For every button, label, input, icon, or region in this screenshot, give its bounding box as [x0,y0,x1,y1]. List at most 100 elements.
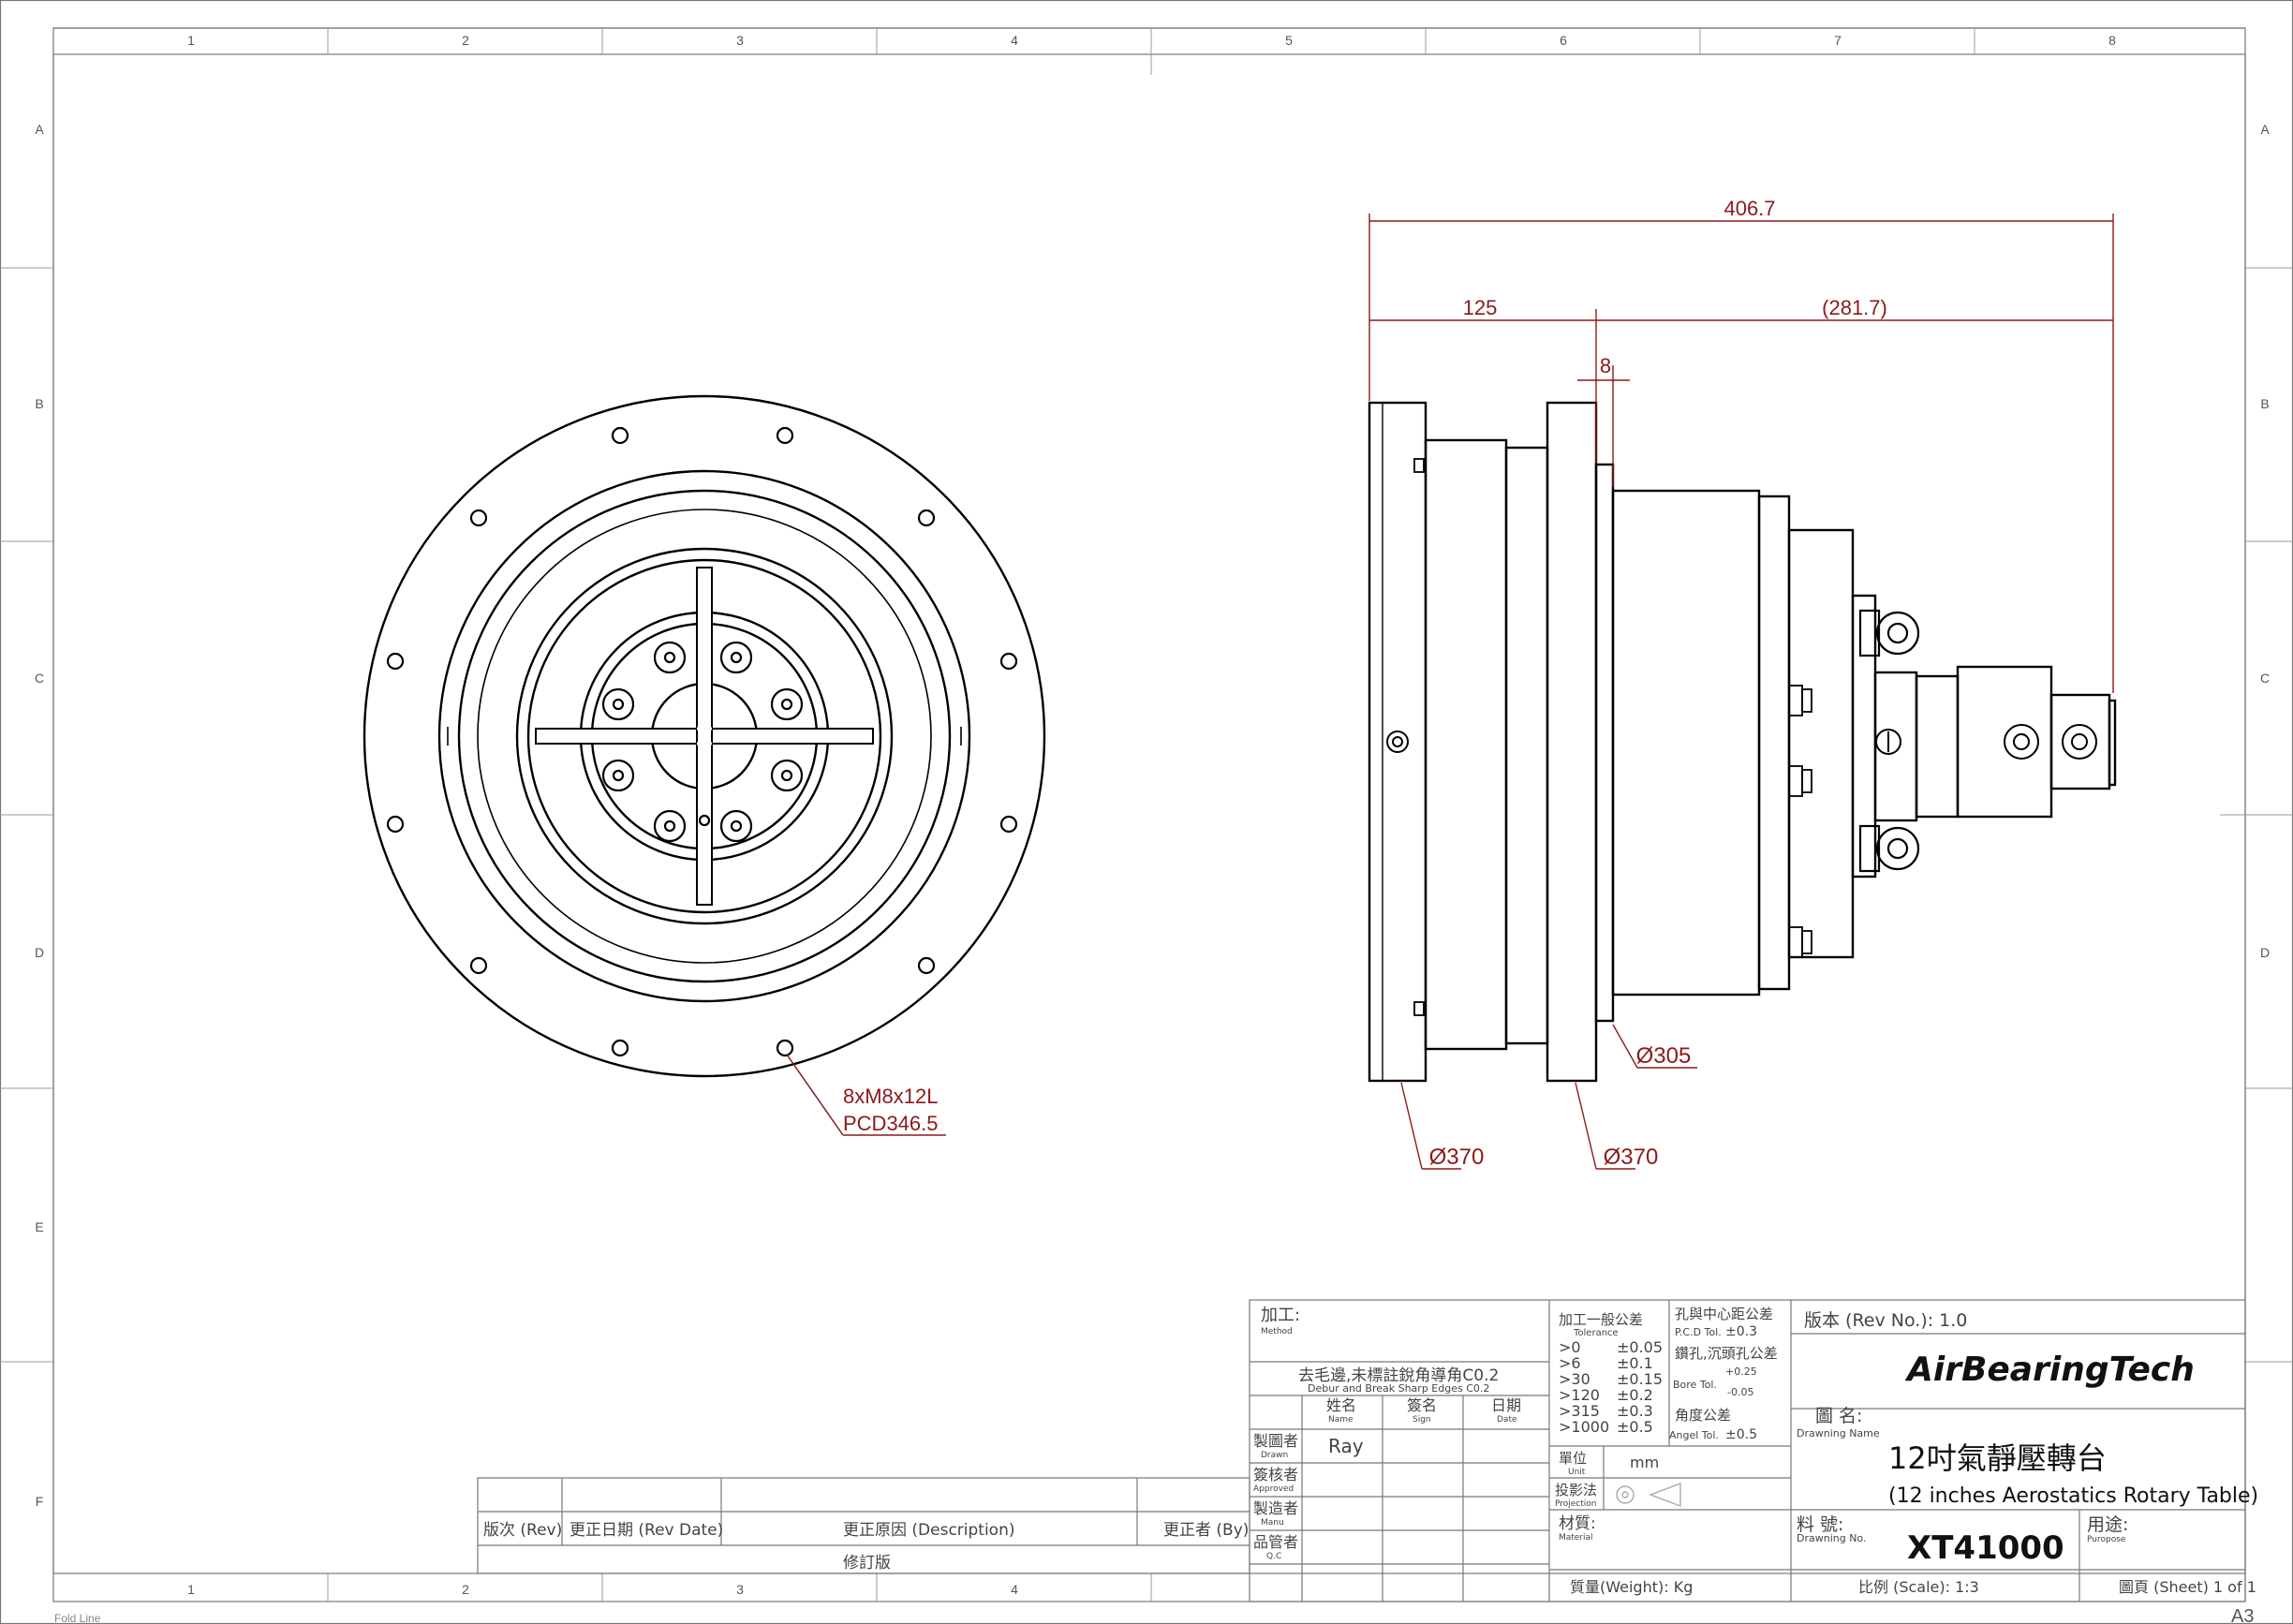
qc-zh: 品管者 [1253,1533,1298,1551]
col-label: 3 [736,33,744,48]
date-zh: 日期 [1491,1396,1521,1414]
col-label: 2 [462,1582,469,1597]
method-zh: 加工: [1261,1306,1300,1325]
drawn-zh: 製圖者 [1253,1432,1298,1450]
deburr-en: Debur and Break Sharp Edges C0.2 [1308,1382,1489,1395]
row-label: D [35,945,44,960]
angle-val: ±0.5 [1725,1427,1757,1442]
row-label: B [2260,396,2269,411]
col-label: 1 [187,33,195,48]
tol-title-zh: 加工一般公差 [1559,1311,1643,1328]
date-en: Date [1497,1415,1517,1425]
dim-left: 125 [1463,296,1498,319]
pcd-tol-val: ±0.3 [1725,1324,1757,1339]
rev-no: 版本 (Rev No.): 1.0 [1804,1310,1967,1331]
rev-footer: 修訂版 [843,1554,891,1572]
angle-zh: 角度公差 [1675,1407,1731,1424]
sign-zh: 簽名 [1407,1396,1437,1414]
col-label: 1 [187,1582,195,1597]
grid-row-labels: A B C D E F A B C D [35,122,2270,1509]
dia-370-b: Ø370 [1604,1144,1659,1170]
pcd-tol-zh: 孔與中心距公差 [1675,1306,1773,1322]
dia-305: Ø305 [1636,1043,1692,1069]
tol-range: >315 [1559,1402,1600,1420]
sheet-number: 圖頁 (Sheet) 1 of 1 [2119,1578,2256,1596]
dim-gap: 8 [1600,354,1611,377]
row-label: C [35,671,44,686]
col-label: 5 [1285,33,1293,48]
tol-range: >120 [1559,1386,1600,1404]
title-block [1249,1299,2246,1602]
dia-370-a: Ø370 [1429,1144,1485,1170]
name-en: Name [1328,1415,1354,1425]
dim-right: (281.7) [1822,296,1887,319]
side-connectors [1858,609,1920,873]
grid-ticks [0,28,2293,1602]
projection-symbol [1616,1482,1681,1508]
dwg-no-zh: 料 號: [1797,1514,1843,1535]
fold-line-label: Fold Line [54,1612,101,1624]
approved-zh: 簽核者 [1253,1466,1298,1484]
tol-value: ±0.2 [1617,1386,1653,1404]
drawing-number: XT41000 [1907,1529,2064,1567]
side-view-holes [1386,724,2097,760]
tol-value: ±0.15 [1617,1370,1663,1388]
tol-value: ±0.5 [1617,1418,1653,1436]
col-label: 4 [1011,1582,1018,1597]
col-label: 6 [1560,33,1567,48]
col-label: 8 [2108,33,2116,48]
side-dimensions [1368,214,2114,1170]
grid-column-labels-bottom: 1 2 3 4 [187,1582,1018,1597]
drawing-title-en: (12 inches Aerostatics Rotary Table) [1888,1484,2258,1508]
front-view [362,394,1046,1078]
front-ring-marks [447,727,962,746]
manu-en: Manu [1261,1518,1284,1528]
dwg-name-en: Drawning Name [1797,1427,1880,1439]
col-label: 4 [1011,33,1018,48]
dwg-no-en: Drawning No. [1797,1532,1866,1544]
front-callout: 8xM8x12L PCD346.5 [786,1054,946,1136]
rev-col-date: 更正日期 (Rev Date) [570,1521,723,1540]
proj-zh: 投影法 [1555,1482,1597,1499]
dim-overall: 406.7 [1723,197,1775,220]
row-label: B [35,396,43,411]
scale: 比例 (Scale): 1:3 [1858,1578,1979,1596]
approved-en: Approved [1253,1484,1294,1494]
revision-table-text: 版次 (Rev) 更正日期 (Rev Date) 更正原因 (Descripti… [483,1521,1249,1572]
col-label: 2 [462,33,469,48]
bore-plus: +0.25 [1725,1366,1757,1378]
qc-en: Q.C [1266,1552,1281,1561]
callout-pcd: PCD346.5 [843,1112,939,1135]
drawn-by: Ray [1328,1435,1364,1457]
row-label: C [2260,671,2270,686]
tol-range: >30 [1559,1370,1590,1388]
front-cross-slots [535,567,874,906]
front-bolt-holes [386,426,1018,1057]
col-label: 7 [1834,33,1842,48]
weight: 質量(Weight): Kg [1570,1578,1693,1596]
unit-zh: 單位 [1559,1450,1587,1467]
unit-en: Unit [1568,1468,1586,1477]
callout-thread: 8xM8x12L [843,1085,939,1108]
manu-zh: 製造者 [1253,1499,1298,1517]
front-inner-bolts [601,641,804,843]
drawing-title-zh: 12吋氣靜壓轉台 [1888,1440,2107,1476]
rev-col-rev: 版次 (Rev) [483,1521,562,1540]
dwg-name-zh: 圖 名: [1815,1406,1862,1426]
company-name: AirBearingTech [1904,1351,2195,1389]
side-dimension-text: 406.7 125 (281.7) 8 Ø305 Ø370 Ø370 [1429,197,1887,1170]
rev-col-by: 更正者 (By) [1163,1521,1249,1540]
angle-en: Angel Tol. [1669,1429,1719,1441]
material-zh: 材質: [1559,1514,1596,1533]
tol-value: ±0.3 [1617,1402,1653,1420]
proj-en: Projection [1555,1499,1597,1509]
deburr-zh: 去毛邊,未標註銳角導角C0.2 [1298,1366,1499,1385]
sheet-size-label: A3 [2231,1606,2254,1624]
tol-value: ±0.1 [1617,1354,1653,1372]
drawn-en: Drawn [1261,1451,1288,1460]
row-label: F [36,1494,44,1509]
purpose-zh: 用途: [2087,1514,2128,1535]
rev-col-desc: 更正原因 (Description) [843,1521,1015,1540]
tol-range: >6 [1559,1354,1581,1372]
